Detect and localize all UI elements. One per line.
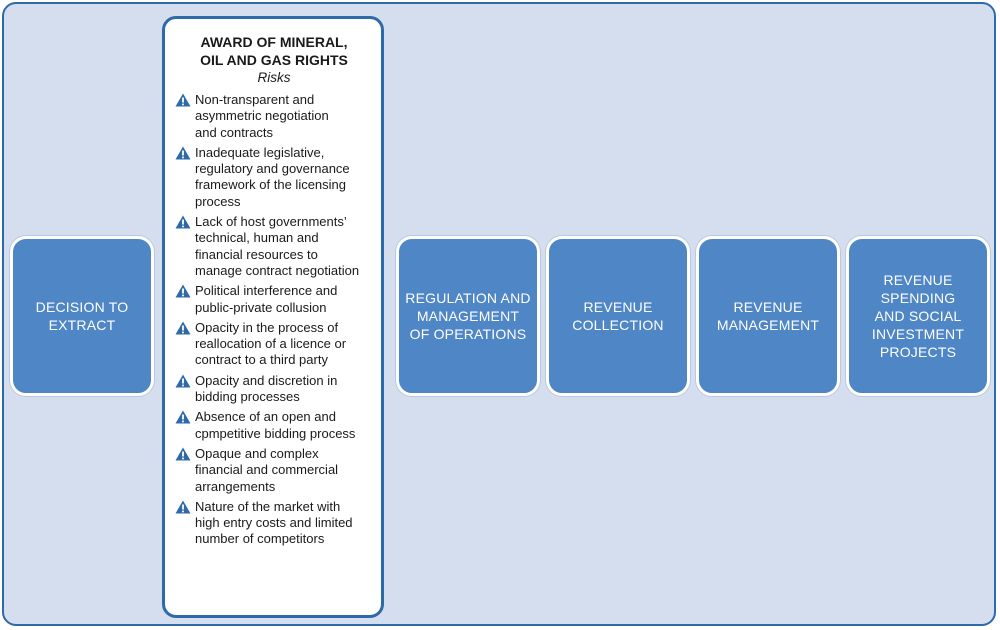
warning-triangle-icon: [175, 146, 191, 160]
warning-triangle-icon: [175, 410, 191, 424]
risk-list: Non-transparent and asymmetric negotiati…: [175, 92, 373, 548]
warning-triangle-icon: [175, 447, 191, 461]
warning-triangle-icon: [175, 284, 191, 298]
risk-text: Opacity in the process of reallocation o…: [195, 319, 347, 368]
warning-triangle-icon: [175, 93, 191, 107]
risk-item: Opacity in the process of reallocation o…: [175, 320, 373, 369]
risk-item: Inadequate legislative, regulatory and g…: [175, 145, 373, 210]
stage-regulation-management: REGULATION AND MANAGEMENT OF OPERATIONS: [396, 236, 540, 396]
stage-label: REVENUE COLLECTION: [572, 299, 664, 333]
panel-subtitle: Risks: [257, 70, 291, 85]
risk-item: Lack of host governments’ technical, hum…: [175, 214, 373, 279]
risk-text: Opacity and discretion in bidding proces…: [195, 372, 338, 405]
risk-item: Opacity and discretion in bidding proces…: [175, 373, 373, 406]
warning-triangle-icon: [175, 500, 191, 514]
warning-triangle-icon: [175, 215, 191, 229]
risk-text: Political interference and public-privat…: [195, 283, 338, 315]
risk-item: Non-transparent and asymmetric negotiati…: [175, 92, 373, 141]
warning-triangle-icon: [175, 321, 191, 335]
stage-label: REGULATION AND MANAGEMENT OF OPERATIONS: [405, 290, 531, 342]
stage-label: REVENUE MANAGEMENT: [716, 299, 820, 333]
stage-label: REVENUE SPENDING AND SOCIAL INVESTMENT P…: [871, 272, 965, 360]
panel-title: AWARD OF MINERAL, OIL AND GAS RIGHTS: [200, 34, 348, 68]
warning-triangle-icon: [175, 374, 191, 388]
risk-text: Inadequate legislative, regulatory and g…: [195, 144, 350, 209]
risk-text: Lack of host governments’ technical, hum…: [195, 214, 360, 278]
risk-text: Non-transparent and asymmetric negotiati…: [195, 92, 329, 140]
stage-revenue-spending: REVENUE SPENDING AND SOCIAL INVESTMENT P…: [846, 236, 990, 396]
risk-item: Political interference and public-privat…: [175, 283, 373, 316]
stage-label: DECISION TO EXTRACT: [35, 299, 129, 333]
risk-item: Nature of the market with high entry cos…: [175, 499, 373, 548]
stage-revenue-collection: REVENUE COLLECTION: [546, 236, 690, 396]
risk-item: Opaque and complex financial and commerc…: [175, 446, 373, 495]
award-rights-panel: AWARD OF MINERAL, OIL AND GAS RIGHTS Ris…: [162, 16, 384, 618]
stage-revenue-management: REVENUE MANAGEMENT: [696, 236, 840, 396]
risk-text: Opaque and complex financial and commerc…: [195, 445, 339, 494]
risk-text: Nature of the market with high entry cos…: [195, 498, 353, 547]
risk-text: Absence of an open and cpmpetitive biddi…: [195, 409, 356, 441]
risk-item: Absence of an open and cpmpetitive biddi…: [175, 409, 373, 442]
stage-decision-to-extract: DECISION TO EXTRACT: [10, 236, 154, 396]
